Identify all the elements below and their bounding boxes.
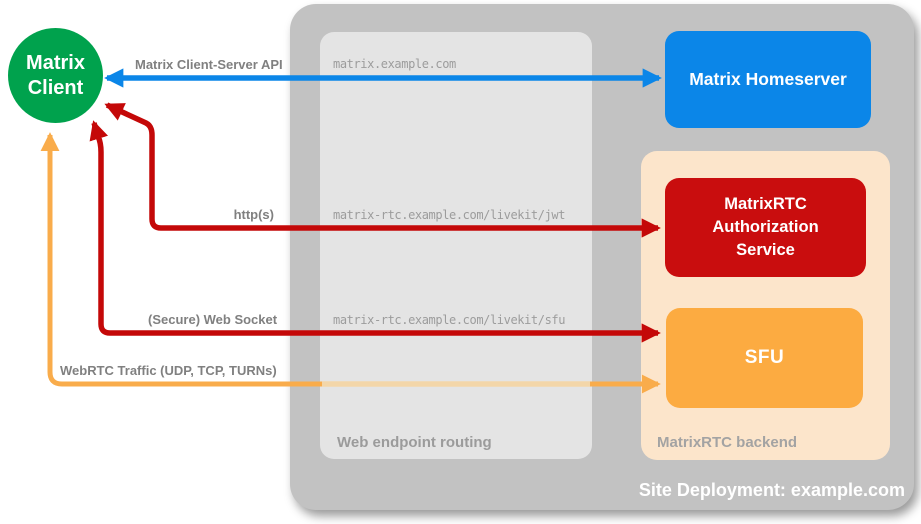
matrixrtc-auth-service-node: MatrixRTC Authorization Service <box>665 178 866 277</box>
https-label: http(s) <box>233 207 274 222</box>
webrtc-traffic-label: WebRTC Traffic (UDP, TCP, TURNs) <box>60 363 277 378</box>
matrixrtc-auth-service-label: MatrixRTC Authorization Service <box>712 195 819 259</box>
site-deployment-caption: Site Deployment: example.com <box>638 480 905 500</box>
matrix-homeserver-label: Matrix Homeserver <box>689 69 847 89</box>
sfu-node: SFU <box>666 308 863 408</box>
matrix-homeserver-node: Matrix Homeserver <box>665 31 871 128</box>
sfu-endpoint-text: matrix-rtc.example.com/livekit/sfu <box>333 313 566 327</box>
matrix-client-label-line2: Client <box>27 76 84 99</box>
web-endpoint-routing-caption: Web endpoint routing <box>337 434 492 451</box>
homeserver-endpoint-text: matrix.example.com <box>333 57 456 71</box>
web-endpoint-routing-zone <box>320 32 592 459</box>
matrixrtc-backend-caption: MatrixRTC backend <box>657 434 798 451</box>
sfu-label: SFU <box>744 347 785 368</box>
jwt-endpoint-text: matrix-rtc.example.com/livekit/jwt <box>333 208 566 222</box>
client-server-api-label: Matrix Client-Server API <box>135 57 283 72</box>
matrix-client-label-line1: Matrix <box>26 51 85 74</box>
matrix-client-node: Matrix Client <box>8 28 103 123</box>
websocket-label: (Secure) Web Socket <box>148 312 278 327</box>
